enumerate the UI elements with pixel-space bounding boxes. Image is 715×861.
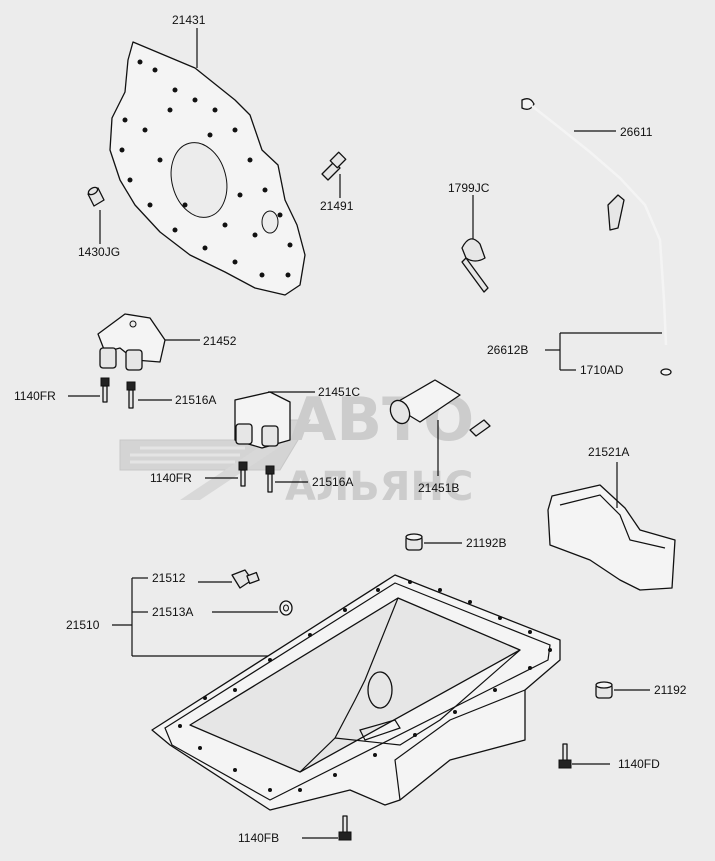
dipstick-tube-26612b: 26612B 1710AD xyxy=(487,332,672,377)
oil-pan-bolt-holes xyxy=(178,580,552,792)
gasket-21513a xyxy=(212,600,293,616)
label-21521a: 21521A xyxy=(588,445,629,459)
label-21516a-a: 21516A xyxy=(175,393,216,407)
oil-pan-group-21510: 21510 21512 21513A xyxy=(66,571,280,657)
label-26611: 26611 xyxy=(620,125,653,139)
label-21452: 21452 xyxy=(203,334,237,348)
mount-bracket-21452: 21452 xyxy=(97,313,237,371)
plug-21192: 21192 xyxy=(595,681,687,699)
clip-1799jc: 1799JC xyxy=(448,181,490,293)
watermark-line2: АЛЬЯНС xyxy=(285,464,473,510)
plug-21192b: 21192B xyxy=(405,533,506,551)
label-21451b: 21451B xyxy=(418,481,459,495)
label-21431: 21431 xyxy=(172,13,206,27)
label-21192: 21192 xyxy=(654,683,687,697)
plate-bolt-holes xyxy=(119,59,293,278)
bolt-1140fd: 1140FD xyxy=(558,743,660,771)
dipstick-26611: 26611 xyxy=(521,98,668,346)
oil-pan xyxy=(151,574,561,811)
label-21192b: 21192B xyxy=(466,536,506,550)
bolt-1140fr-top: 1140FR xyxy=(14,377,110,403)
bracket-21451b: 21451B xyxy=(389,379,491,495)
label-21451c: 21451C xyxy=(318,385,360,399)
label-21512: 21512 xyxy=(152,571,186,585)
bolt-1140fr-bottom: 1140FR xyxy=(150,461,248,487)
label-1710ad: 1710AD xyxy=(580,363,624,377)
label-1140fb: 1140FB xyxy=(238,831,279,845)
label-1140fd: 1140FD xyxy=(618,757,660,771)
drain-plug-21512 xyxy=(198,569,260,589)
label-1140fr-a: 1140FR xyxy=(14,389,56,403)
label-21513a: 21513A xyxy=(152,605,193,619)
label-1799jc: 1799JC xyxy=(448,181,490,195)
bolt-21491: 21491 xyxy=(320,151,354,213)
label-21516a-b: 21516A xyxy=(312,475,353,489)
label-1140fr-b: 1140FR xyxy=(150,471,192,485)
label-21491: 21491 xyxy=(320,199,354,213)
label-21510: 21510 xyxy=(66,618,100,632)
dowel-pin-1430jg: 1430JG xyxy=(78,186,120,259)
o-ring-1710ad xyxy=(660,368,672,376)
heat-shield-21521a: 21521A xyxy=(547,445,676,591)
bolt-21516a-top: 21516A xyxy=(126,381,216,409)
label-1430jg: 1430JG xyxy=(78,245,120,259)
label-26612b: 26612B xyxy=(487,343,528,357)
bolt-21516a-bottom: 21516A xyxy=(265,465,353,493)
adapter-plate-21431: 21431 xyxy=(109,13,306,296)
bracket-21451c: 21451C xyxy=(234,385,360,449)
bolt-1140fb: 1140FB xyxy=(238,815,352,845)
